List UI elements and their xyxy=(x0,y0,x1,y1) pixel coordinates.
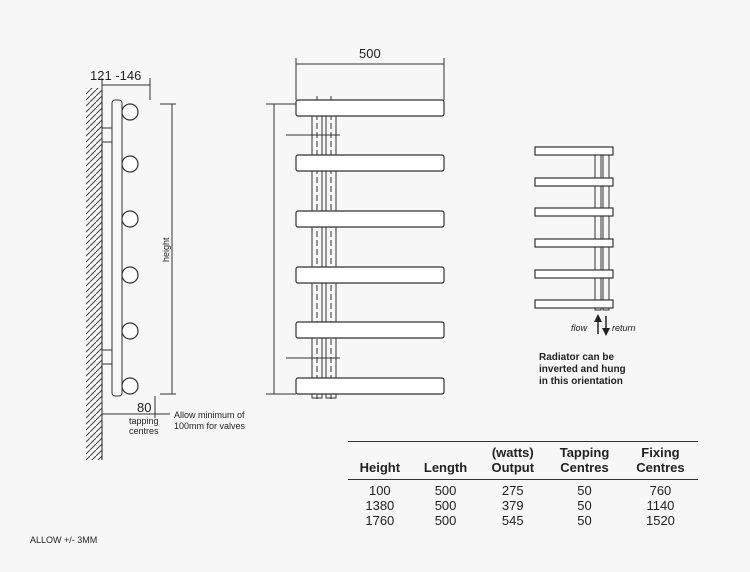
header-fixing-centres: Centres xyxy=(622,460,698,480)
inverted-rail-right xyxy=(602,149,610,311)
towel-bar-4 xyxy=(295,266,445,284)
towel-bar-5 xyxy=(295,321,445,339)
inverted-view: flow return Radiator can be inverted and… xyxy=(534,146,636,387)
inverted-note-line2: inverted and hung xyxy=(539,364,626,375)
cell-fixing: 1140 xyxy=(646,498,675,513)
inverted-towel-bars xyxy=(534,146,614,309)
inverted-bar-5 xyxy=(534,269,614,279)
towel-bar-3 xyxy=(295,210,445,228)
cell-output: 275 xyxy=(501,483,524,498)
bar-end-6 xyxy=(121,377,139,395)
cell-length: 500 xyxy=(434,483,457,498)
tapping-label-line1: tapping xyxy=(129,416,159,426)
towel-bar-2 xyxy=(295,154,445,172)
inverted-bar-3 xyxy=(534,207,614,217)
side-view: 121 -146 height 80 tapping centres Allow… xyxy=(86,68,246,460)
inverted-bar-4 xyxy=(534,238,614,248)
bar-end-2 xyxy=(121,155,139,173)
flow-arrow-head xyxy=(594,314,602,322)
cell-height: 1760 xyxy=(365,513,395,528)
spec-table: (watts) Tapping Fixing Height Length Out… xyxy=(348,441,698,528)
front-view: 500 xyxy=(266,46,445,400)
height-label: height xyxy=(161,237,171,262)
table-row: 1380 500 379 50 1140 xyxy=(348,498,698,513)
tapping-label-line2: centres xyxy=(129,426,159,436)
valve-note-line1: Allow minimum of xyxy=(174,410,245,420)
cell-height: 100 xyxy=(368,483,391,498)
return-arrow-head xyxy=(602,328,610,336)
table-row: 100 500 275 50 760 xyxy=(348,480,698,499)
header-length: Length xyxy=(411,460,480,480)
cell-height: 1380 xyxy=(365,498,395,513)
side-bar-ends xyxy=(121,103,139,395)
header-output: Output xyxy=(479,460,547,480)
cell-fixing: 1520 xyxy=(645,513,675,528)
wall-bracket-top xyxy=(101,127,113,143)
side-rail xyxy=(111,99,123,397)
flow-label: flow xyxy=(571,323,588,333)
cell-length: 500 xyxy=(434,513,457,528)
cell-fixing: 760 xyxy=(649,483,672,498)
width-dim-label: 500 xyxy=(359,46,381,61)
inverted-note-line3: in this orientation xyxy=(539,376,623,387)
header-tapping-line1: Tapping xyxy=(546,441,623,460)
header-height: Height xyxy=(348,460,412,480)
inverted-bar-6 xyxy=(534,299,614,309)
inverted-rail-left xyxy=(594,149,602,311)
towel-bar-1 xyxy=(295,99,445,117)
cell-output: 545 xyxy=(501,513,524,528)
header-tapping-centres: Centres xyxy=(546,460,623,480)
table-row: 1760 500 545 50 1520 xyxy=(348,513,698,528)
tapping-dim-label: 80 xyxy=(137,400,151,415)
spec-header-row-1: (watts) Tapping Fixing xyxy=(348,441,698,460)
cell-tapping: 50 xyxy=(577,513,592,528)
return-label: return xyxy=(612,323,636,333)
tolerance-note: ALLOW +/- 3MM xyxy=(30,535,98,545)
cell-output: 379 xyxy=(501,498,524,513)
cell-tapping: 50 xyxy=(577,483,592,498)
header-output-units: (watts) xyxy=(479,441,547,460)
inverted-bar-2 xyxy=(534,177,614,187)
bar-end-4 xyxy=(121,266,139,284)
valve-note-line2: 100mm for valves xyxy=(174,421,246,431)
wall-hatch xyxy=(86,88,102,460)
wall-bracket-bottom xyxy=(101,349,113,365)
header-height-line1 xyxy=(348,441,412,460)
bar-end-1 xyxy=(121,103,139,121)
bar-end-5 xyxy=(121,322,139,340)
spec-header-row-2: Height Length Output Centres Centres xyxy=(348,460,698,480)
bar-end-3 xyxy=(121,210,139,228)
inverted-bar-1 xyxy=(534,146,614,156)
cell-length: 500 xyxy=(434,498,457,513)
towel-bar-6 xyxy=(295,377,445,395)
front-towel-bars xyxy=(295,99,445,395)
inverted-note-line1: Radiator can be xyxy=(539,352,614,363)
depth-dim-label: 121 -146 xyxy=(90,68,141,83)
header-length-line1 xyxy=(411,441,480,460)
header-fixing-line1: Fixing xyxy=(622,441,698,460)
cell-tapping: 50 xyxy=(577,498,592,513)
